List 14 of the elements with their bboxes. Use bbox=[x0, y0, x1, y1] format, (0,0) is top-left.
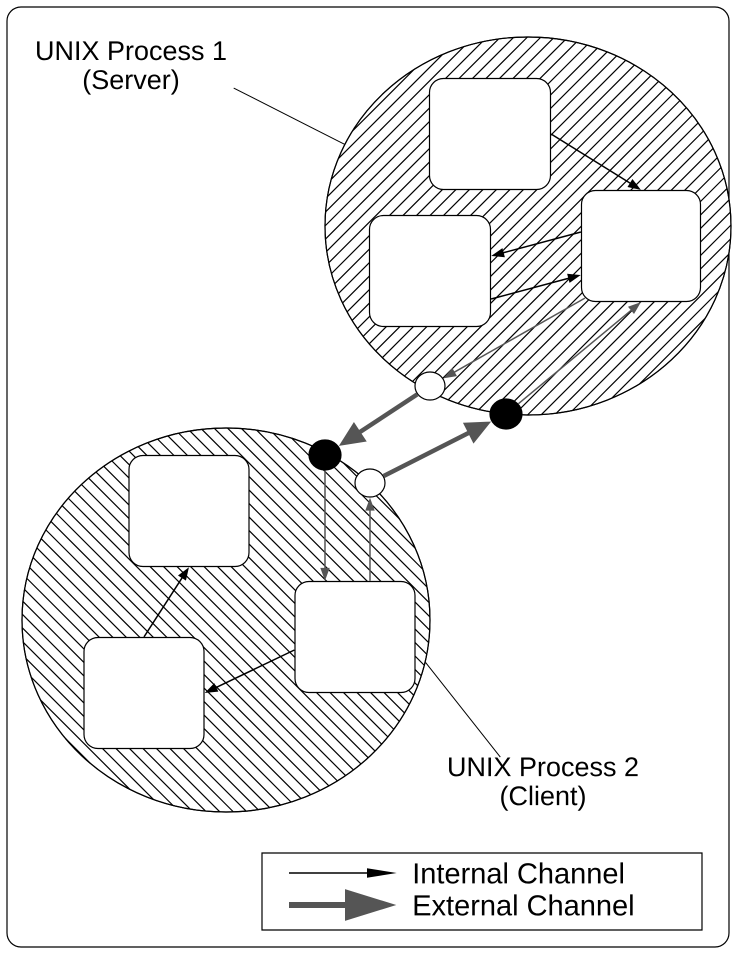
process-label: UNIX Process 2 (Client) bbox=[449, 757, 638, 811]
rounded-box bbox=[580, 190, 702, 302]
rounded-box bbox=[428, 78, 552, 190]
port-dot bbox=[489, 398, 523, 430]
legend-label: External Channel bbox=[414, 894, 633, 916]
rounded-box bbox=[128, 454, 250, 568]
rounded-box bbox=[294, 580, 416, 694]
rounded-box bbox=[368, 214, 492, 328]
rounded-box bbox=[83, 636, 205, 750]
leader-line bbox=[425, 662, 501, 758]
legend-label: Internal Channel bbox=[414, 862, 623, 884]
leader-line bbox=[233, 88, 345, 145]
process-label: UNIX Process 1 (Server) bbox=[37, 41, 226, 95]
port-dot bbox=[354, 468, 386, 498]
